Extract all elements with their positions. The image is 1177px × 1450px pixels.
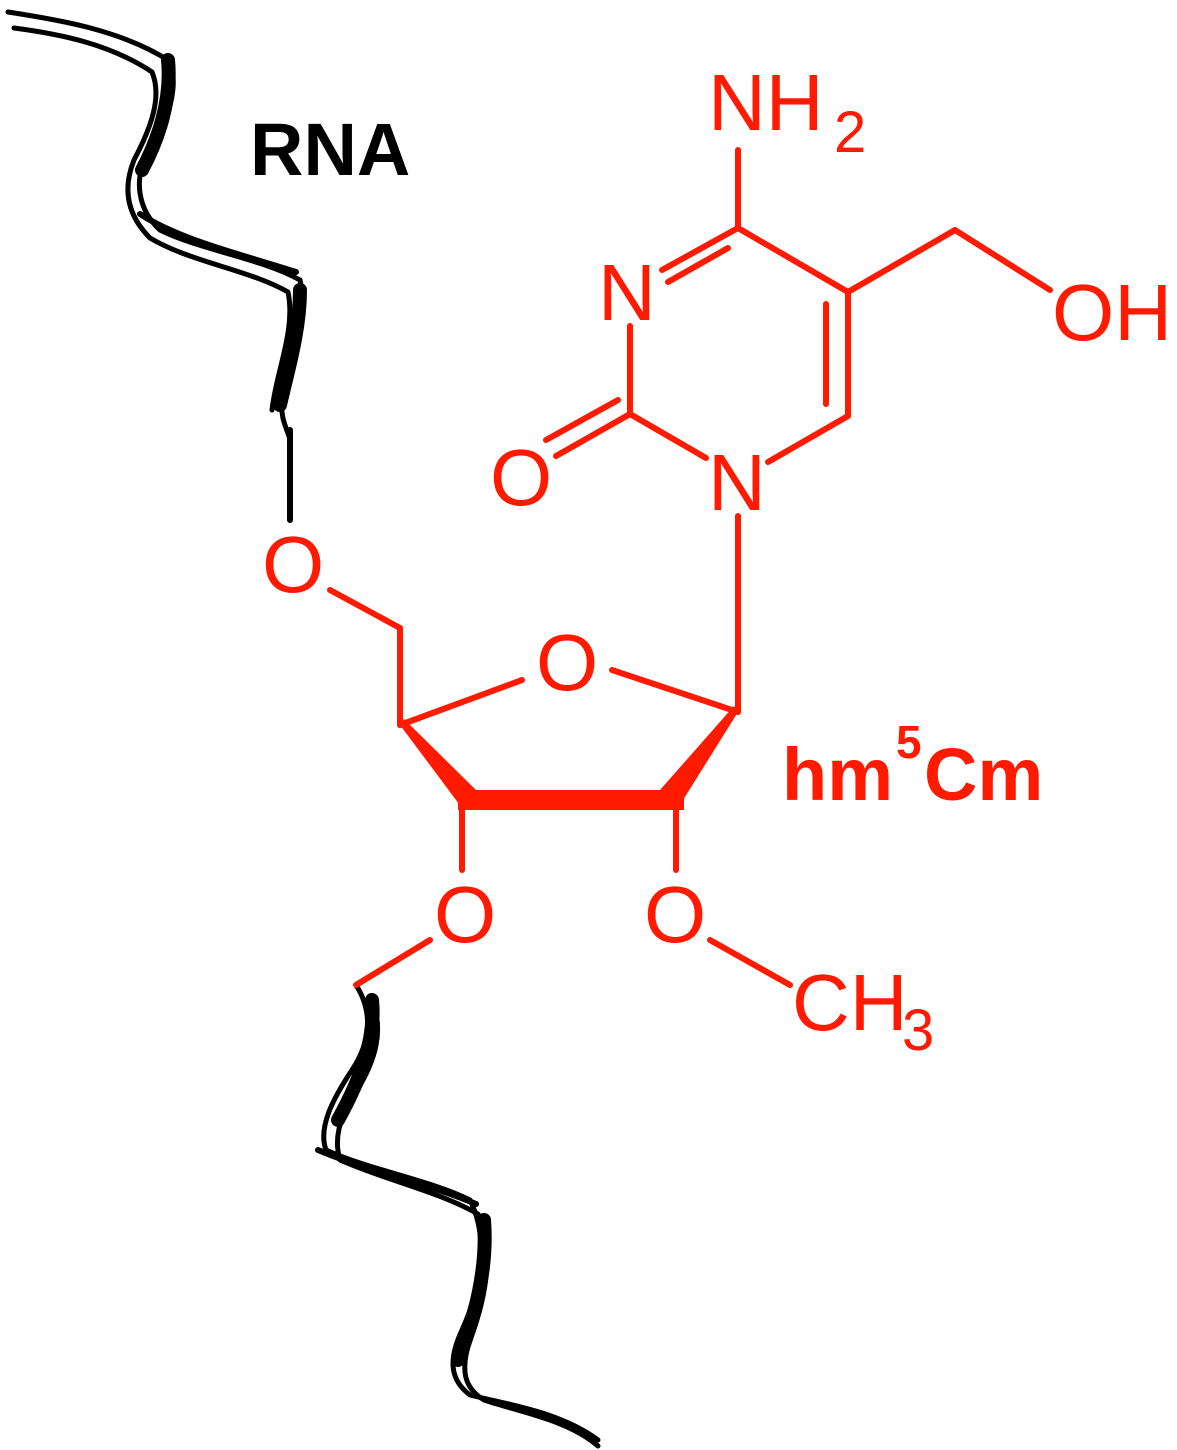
bond-c6-n1 — [765, 413, 851, 465]
rna-backbone-lower — [315, 982, 601, 1449]
bond-c4-c5 — [735, 225, 851, 295]
rna-label: RNA — [250, 108, 410, 191]
methyl-subscript: 3 — [902, 998, 934, 1063]
bond-c2-n1 — [627, 411, 709, 461]
bond-ch2-oh — [952, 227, 1053, 293]
molecule-bonds — [327, 147, 1053, 988]
ring-oxygen-label: O — [536, 618, 598, 707]
amine-subscript: 2 — [834, 100, 866, 165]
wedge-c1prime-c2prime — [660, 706, 738, 808]
bond-c4-n3-double — [665, 245, 731, 285]
o5prime-label: O — [262, 520, 324, 609]
bond-o2prime-ch3 — [707, 937, 793, 988]
compound-name: hm 5 Cm — [782, 716, 1043, 816]
bond-c5-ch2 — [845, 227, 958, 295]
atom-labels: NH 2 N N O OH O O O O CH 3 — [262, 58, 1172, 1063]
rna-backbone-upper — [5, 9, 307, 523]
hydroxyl-label: OH — [1052, 268, 1172, 357]
o3prime-label: O — [434, 870, 496, 959]
bond-c4-n3 — [659, 225, 741, 273]
carbonyl-oxygen-label: O — [490, 433, 552, 522]
bond-c3prime-c2prime-bold — [458, 790, 684, 810]
amine-label: NH — [708, 58, 824, 147]
sugar-wedges — [400, 706, 738, 810]
o2prime-label: O — [644, 870, 706, 959]
compound-name-prefix: hm — [782, 733, 893, 816]
bond-c2-o — [553, 411, 633, 459]
compound-name-superscript: 5 — [896, 716, 922, 768]
ring-n1-label: N — [708, 438, 766, 527]
methyl-label: CH — [792, 958, 908, 1047]
bond-c2-o-double — [543, 397, 621, 443]
bond-c1prime-o4prime — [609, 667, 741, 715]
bond-c5prime-o5prime — [327, 587, 403, 631]
ring-n3-label: N — [598, 248, 656, 337]
compound-name-suffix: Cm — [924, 733, 1043, 816]
bond-o3prime-chain — [353, 937, 433, 988]
wedge-c4prime-c3prime — [400, 719, 476, 808]
bond-o4prime-c4prime — [397, 677, 525, 728]
